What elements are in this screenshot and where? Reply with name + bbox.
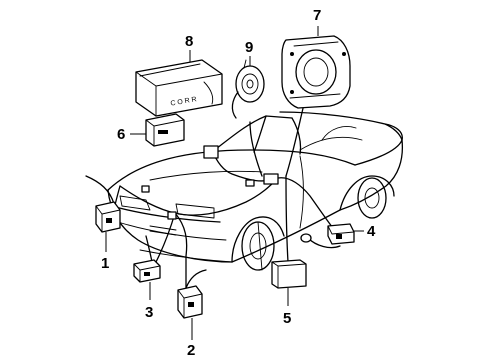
callout-2: 2: [187, 342, 195, 359]
part-2-front-sensor: [177, 269, 207, 340]
callout-1: 1: [101, 255, 109, 272]
callout-6: 6: [117, 126, 125, 143]
part-1-front-sensor: [85, 175, 121, 252]
callout-7: 7: [313, 7, 321, 24]
module-text: C O R R: [170, 96, 197, 107]
part-3-front-sensor: [133, 235, 161, 300]
part-6-control-module: [130, 113, 185, 147]
part-5-diagnostic-module: [271, 259, 307, 306]
callout-9: 9: [245, 39, 253, 56]
callout-8: 8: [185, 33, 193, 50]
part-9-clockspring: [231, 56, 265, 119]
part-4-sensor: [300, 223, 364, 249]
part-7-driver-airbag: [281, 26, 351, 109]
callout-5: 5: [283, 310, 291, 327]
callout-4: 4: [367, 223, 376, 240]
car-body: [107, 111, 404, 271]
callout-3: 3: [145, 304, 153, 321]
part-8-passenger-airbag: C O R R: [135, 50, 223, 117]
